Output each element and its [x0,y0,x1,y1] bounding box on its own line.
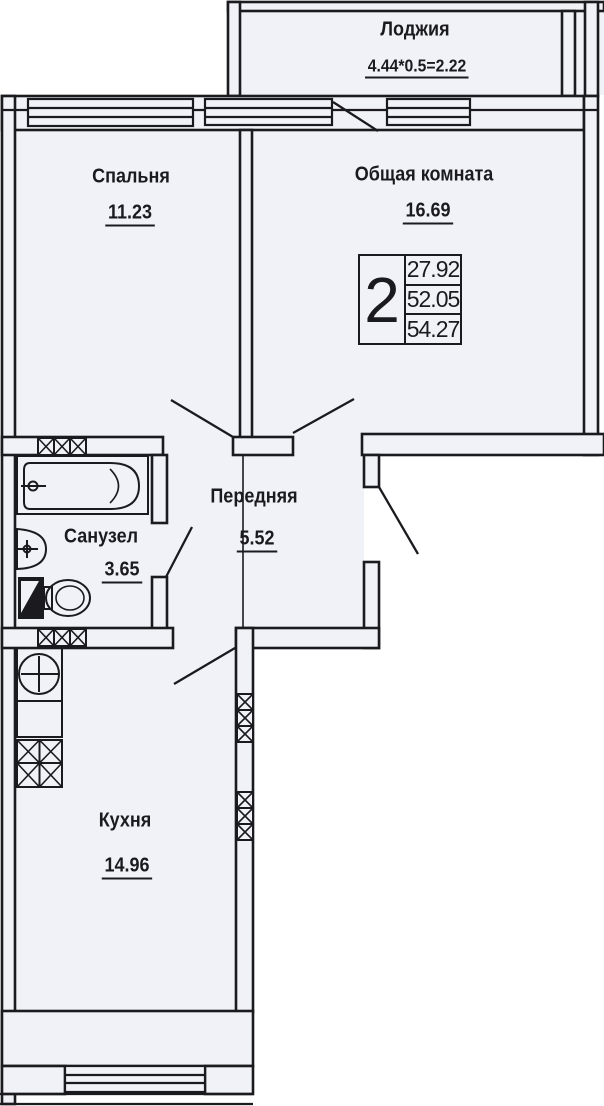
bathtub-icon [16,455,149,515]
loggia-dimensions: 4.44*0.5=2.22 [365,55,469,79]
kitchen-window [63,1064,207,1094]
room-fill-areas [15,2,604,1011]
loggia-label: Лоджия [380,18,450,41]
balcony-window-right [385,97,472,127]
washbasin-icon [16,527,48,571]
bathroom-area: 3.65 [101,558,143,584]
kitchen-label: Кухня [98,809,152,832]
door-leaves [164,101,419,685]
bathroom-label: Санузел [63,525,139,548]
ventilation-shaft-icon [37,437,254,841]
bedroom-label: Спальня [92,165,170,188]
hallway-area: 5.52 [236,527,278,553]
apartment-stamp: 2 27.92 52.05 54.27 [358,254,462,345]
stamp-apartment-area: 52.05 [406,286,460,316]
bathroom-door-leaf [164,526,194,578]
kitchen-door-leaf [173,647,236,685]
stamp-room-count: 2 [360,256,406,343]
toilet-icon [18,577,91,619]
entrance-door-leaf [378,486,419,555]
bedroom-door-leaf [170,399,234,438]
stamp-total-area: 54.27 [406,315,461,342]
kitchen-area: 14.96 [101,854,153,880]
balcony-window-left [203,97,334,127]
stamp-areas: 27.92 52.05 54.27 [406,256,460,343]
balcony-door-leaf [332,101,379,132]
hallway-label: Передняя [210,485,298,508]
living-room-label: Общая комната [354,163,494,186]
stamp-living-area: 27.92 [406,256,460,286]
living-room-area: 16.69 [402,199,454,225]
living-room-door-leaf [292,397,355,435]
stove-icon [16,739,63,788]
kitchen-sink-icon [16,647,63,738]
bedroom-window [26,97,195,128]
bedroom-area: 11.23 [105,201,155,227]
